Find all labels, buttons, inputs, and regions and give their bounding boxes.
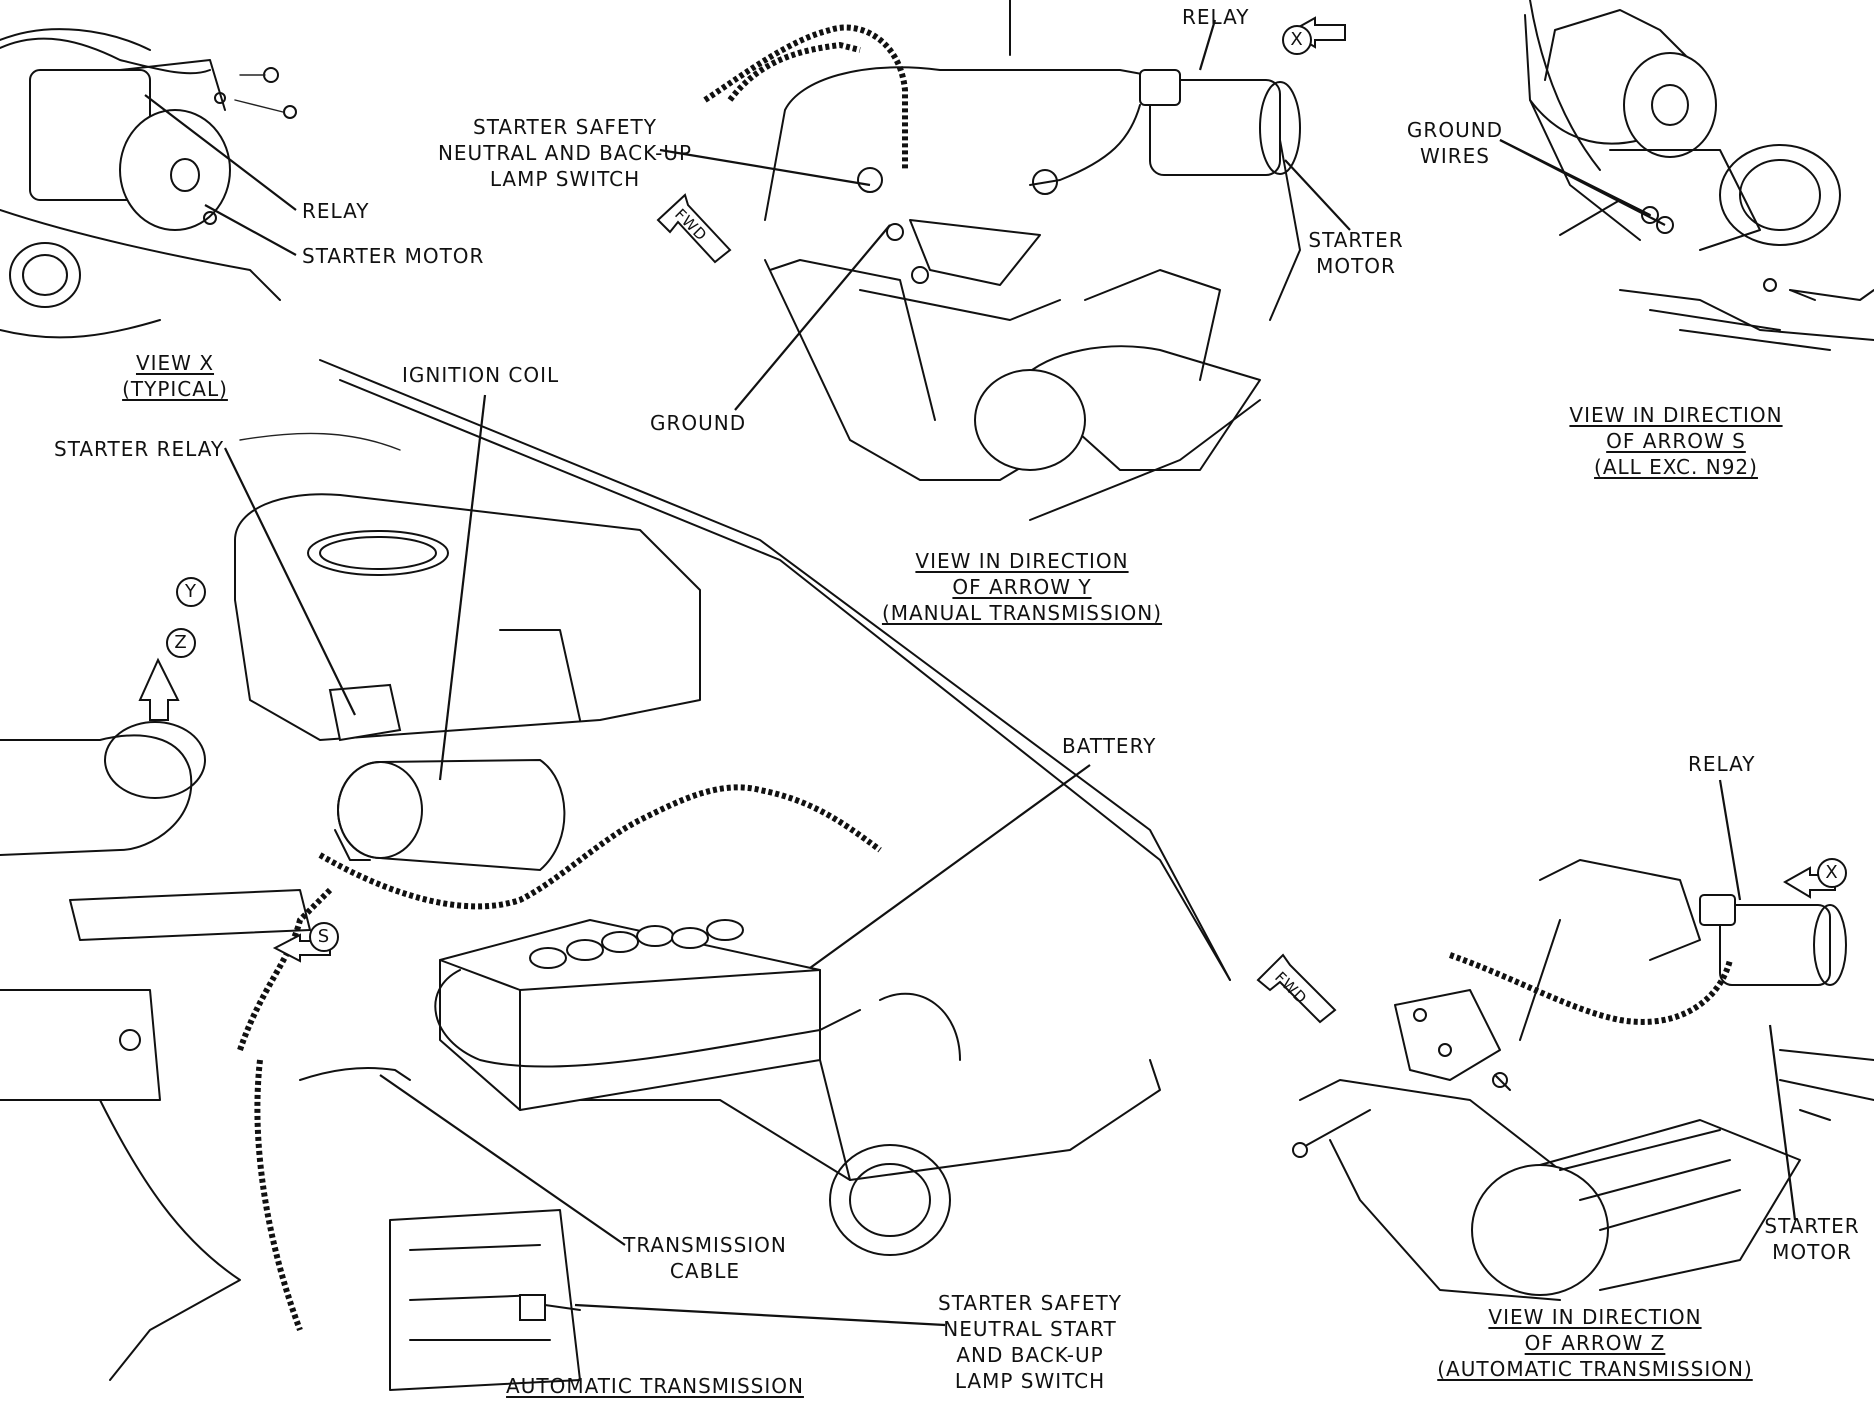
leader-lines [144,19,1797,1327]
starter-relay-label: STARTER RELAY [54,437,225,461]
arrow-s-letter: S [317,926,331,947]
arrow-y-letter: Y [185,581,197,602]
view-y-starter-label-1: STARTER [1308,228,1404,252]
battery-label: BATTERY [1062,734,1157,758]
view-x-relay-label: RELAY [302,199,370,223]
ignition-coil-label: IGNITION COIL [402,363,560,387]
view-s-caption-1: VIEW IN DIRECTION [1569,403,1783,427]
view-y-starter-label-2: MOTOR [1316,254,1396,278]
transmission-cable-label-1: TRANSMISSION [623,1233,787,1257]
transmission-cable-label-2: CABLE [669,1259,741,1283]
view-x-starter-motor-label: STARTER MOTOR [302,244,485,268]
direction-arrows [138,16,1847,1024]
view-x-caption-1: VIEW X [135,351,215,375]
view-y-switch-label-3: LAMP SWITCH [489,167,641,191]
view-s-caption-2: OF ARROW S [1606,429,1746,453]
view-z-caption-3: (AUTOMATIC TRANSMISSION) [1437,1357,1753,1381]
view-s-illustration [1524,0,1874,351]
view-y-caption-1: VIEW IN DIRECTION [915,549,1129,573]
view-y-ground-label: GROUND [650,411,747,435]
view-y-switch-label-2: NEUTRAL AND BACK-UP [437,141,693,165]
main-caption: AUTOMATIC TRANSMISSION [506,1374,804,1398]
main-illustration [0,359,1231,1391]
view-z-illustration [1292,859,1874,1301]
view-y-switch-label-1: STARTER SAFETY [473,115,657,139]
view-y-caption-3: (MANUAL TRANSMISSION) [881,601,1163,625]
view-y-illustration [703,0,1301,521]
view-z-caption-2: OF ARROW Z [1524,1331,1666,1355]
view-x-illustration [0,28,297,339]
main-switch-label-2: NEUTRAL START [943,1317,1117,1341]
arrow-x-letter-bottom: X [1825,862,1839,883]
main-switch-label-1: STARTER SAFETY [938,1291,1122,1315]
view-x-caption-2: (TYPICAL) [122,377,228,401]
view-z-starter-label-2: MOTOR [1772,1240,1852,1264]
view-s-ground-wires-label-1: GROUND [1406,118,1504,142]
arrow-z-letter: Z [174,632,188,653]
view-z-caption-1: VIEW IN DIRECTION [1488,1305,1702,1329]
view-y-caption-2: OF ARROW Y [952,575,1092,599]
main-switch-label-3: AND BACK-UP [956,1343,1104,1367]
view-z-starter-label-1: STARTER [1764,1214,1860,1238]
main-switch-label-4: LAMP SWITCH [954,1369,1106,1393]
view-z-relay-label: RELAY [1688,752,1756,776]
arrow-x-letter-top: X [1290,29,1304,50]
view-s-caption-3: (ALL EXC. N92) [1594,455,1758,479]
view-y-relay-label: RELAY [1182,5,1250,29]
view-s-ground-wires-label-2: WIRES [1420,144,1490,168]
